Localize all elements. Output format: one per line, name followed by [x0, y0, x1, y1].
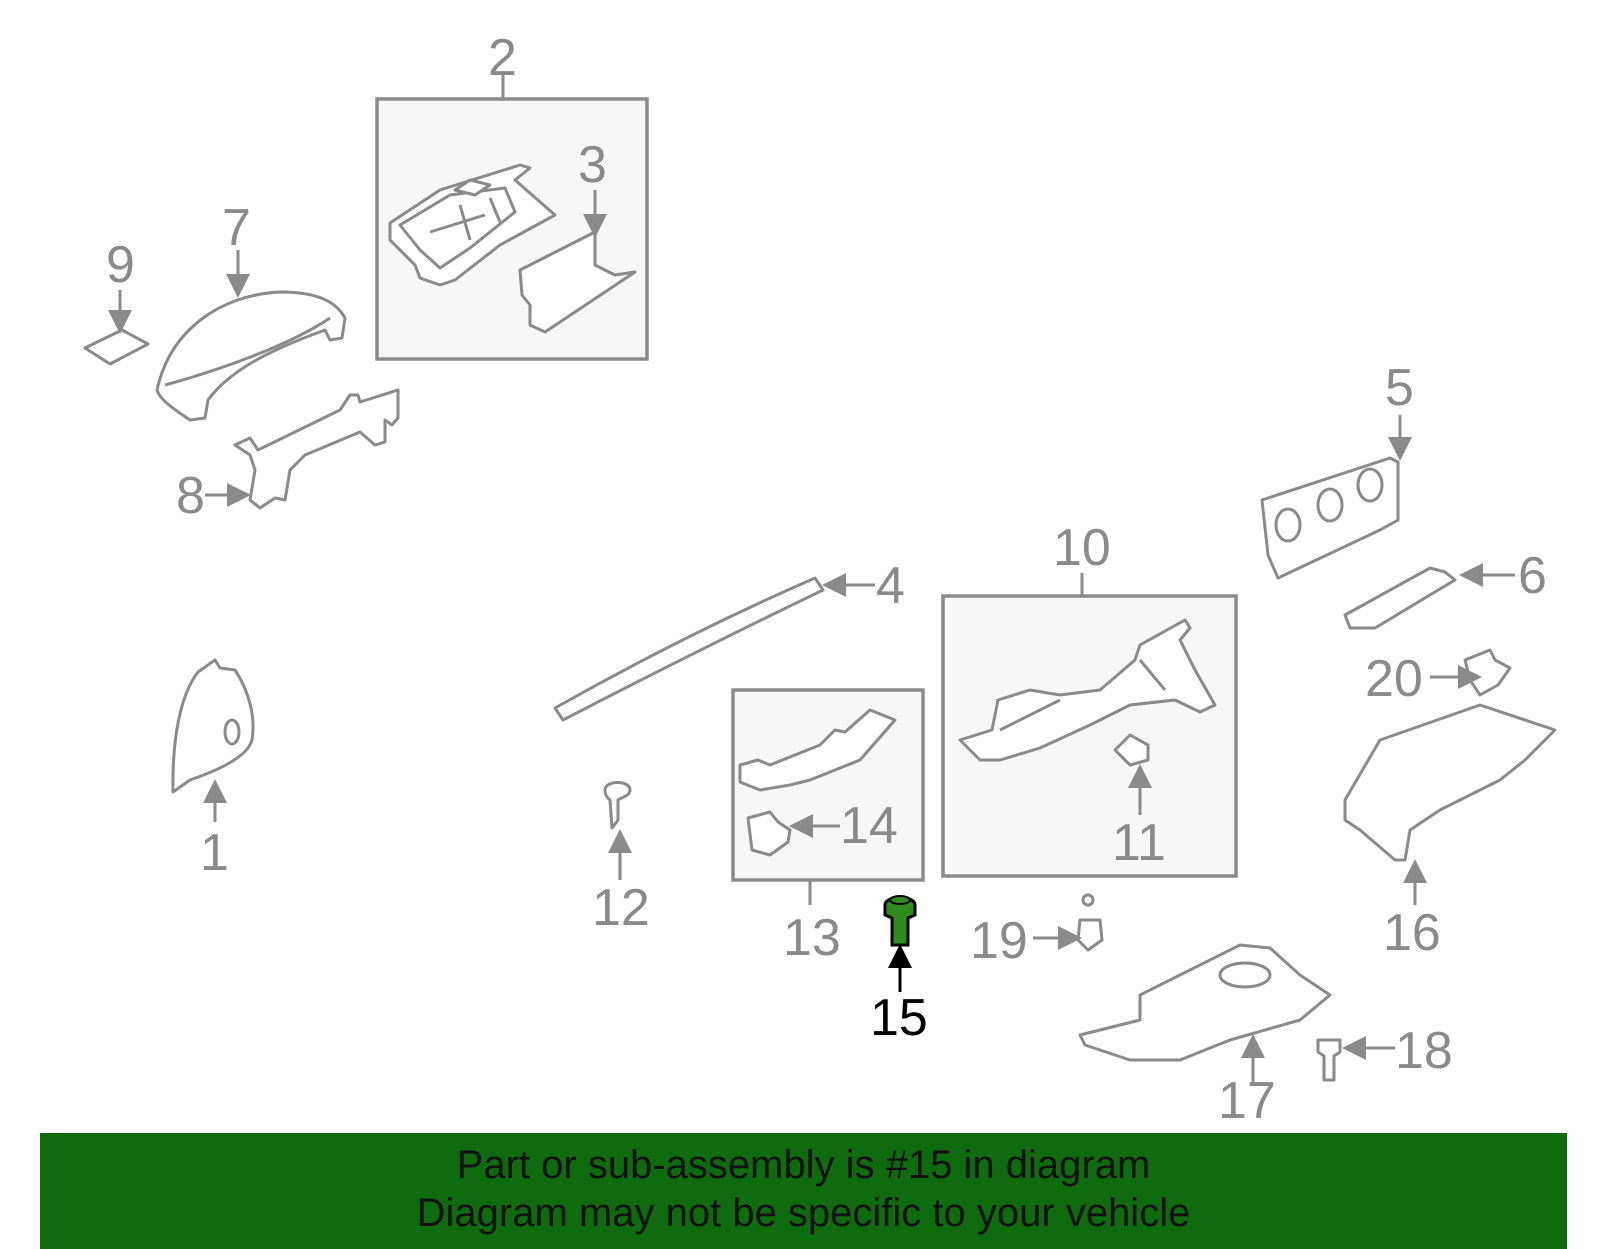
callout-5: 5 — [1385, 359, 1414, 417]
callout-11: 11 — [1112, 814, 1166, 872]
part-16-panel[interactable] — [1343, 703, 1557, 862]
part-15-bolt-highlighted[interactable] — [883, 895, 917, 947]
callout-17: 17 — [1218, 1072, 1276, 1130]
part-10-console-bracket[interactable] — [958, 618, 1217, 762]
callout-3: 3 — [578, 136, 607, 194]
part-18-bolt[interactable] — [1316, 1038, 1342, 1082]
part-13-bracket-assembly[interactable] — [738, 708, 897, 792]
parts-diagram: 1 2 3 4 5 6 7 8 9 10 11 12 13 14 15 16 1… — [83, 29, 1557, 1130]
callout-12: 12 — [592, 879, 650, 937]
callout-9: 9 — [106, 236, 135, 294]
part-5-panel[interactable] — [1260, 456, 1400, 580]
callout-15: 15 — [870, 989, 928, 1047]
callout-6: 6 — [1518, 547, 1547, 605]
part-20-clip[interactable] — [1463, 648, 1512, 697]
part-12-clip[interactable] — [603, 781, 632, 830]
leader-lines — [108, 75, 1515, 1085]
callout-4: 4 — [876, 557, 905, 615]
callout-10: 10 — [1053, 519, 1111, 577]
info-banner: Part or sub-assembly is #15 in diagram D… — [40, 1133, 1567, 1249]
callout-19: 19 — [970, 912, 1028, 970]
part-11-nut[interactable] — [1113, 733, 1150, 767]
part-2-glove-box[interactable] — [388, 163, 557, 287]
part-3-liner[interactable] — [518, 230, 637, 334]
callout-14: 14 — [840, 797, 898, 855]
banner-line-2: Diagram may not be specific to your vehi… — [416, 1191, 1191, 1235]
part-6-bracket[interactable] — [1343, 566, 1457, 630]
callout-2: 2 — [488, 29, 517, 87]
banner-line-1: Part or sub-assembly is #15 in diagram — [456, 1143, 1151, 1187]
callout-18: 18 — [1395, 1022, 1453, 1080]
callout-7: 7 — [222, 199, 251, 257]
callout-8: 8 — [176, 467, 205, 525]
part-1-end-cap[interactable] — [171, 658, 255, 794]
part-17-tray[interactable] — [1078, 943, 1332, 1062]
part-7-cluster-hood[interactable] — [155, 290, 347, 422]
callout-1: 1 — [200, 824, 229, 882]
part-9-pad[interactable] — [83, 328, 150, 366]
callout-16: 16 — [1383, 904, 1441, 962]
callout-20: 20 — [1365, 650, 1423, 708]
part-8-bracket[interactable] — [233, 388, 400, 510]
part-19-push-pin[interactable] — [1076, 893, 1104, 952]
callout-13: 13 — [783, 909, 841, 967]
